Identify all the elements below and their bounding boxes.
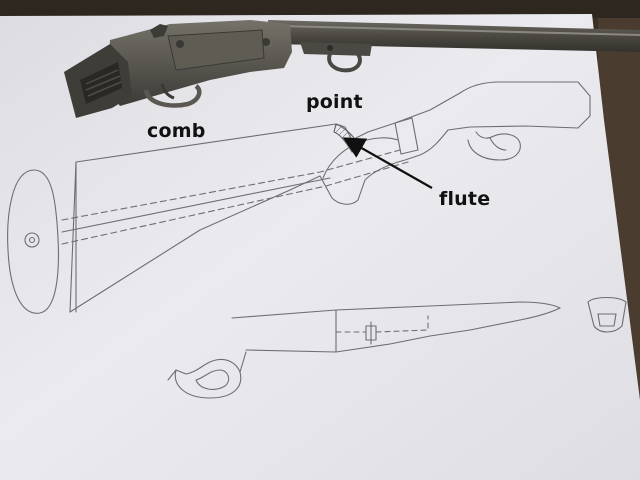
stock-outline [69,81,591,313]
barrel-lug [300,42,372,56]
sketch-receiver-box [394,117,419,155]
butt-plate-screw [24,232,40,248]
end-cap-inner [597,313,617,327]
receiver-screw-1 [176,40,184,48]
table-strip-top [0,0,640,18]
lug-pin [327,45,333,51]
end-cap-sketch [587,296,627,333]
forearm-top-line [231,301,561,319]
receiver-side-plate [167,29,265,71]
shotgun-trigger [160,83,175,100]
forearm-bottom-line [245,307,561,353]
flute-arrow [342,137,433,189]
comb-label: comb [147,120,206,142]
receiver-screw-2 [262,38,270,46]
forearm-inner-dash [335,315,429,333]
bolt-center-line [61,177,331,233]
paper-sheet [0,14,640,480]
bolt-hole-dash-top [61,149,401,221]
lower-guard-tang [167,351,247,381]
shotgun [64,20,640,118]
shotgun-trigger-guard [143,84,202,108]
barrel-highlight [279,25,640,36]
lug-ring [327,52,362,73]
forearm-screw-mark [365,321,377,345]
upper-trigger-guard [467,131,521,161]
flute-label: flute [439,188,491,210]
shotgun-hammer [150,24,168,38]
upper-trigger [489,137,507,151]
bolt-hole-dash-bottom [61,161,409,245]
grip-slot-ridges [85,69,122,97]
point-label: point [306,91,363,113]
butt-plate-screw-inner [28,236,36,244]
lower-trigger-bow [195,369,230,390]
butt-plate-outline [7,169,59,314]
